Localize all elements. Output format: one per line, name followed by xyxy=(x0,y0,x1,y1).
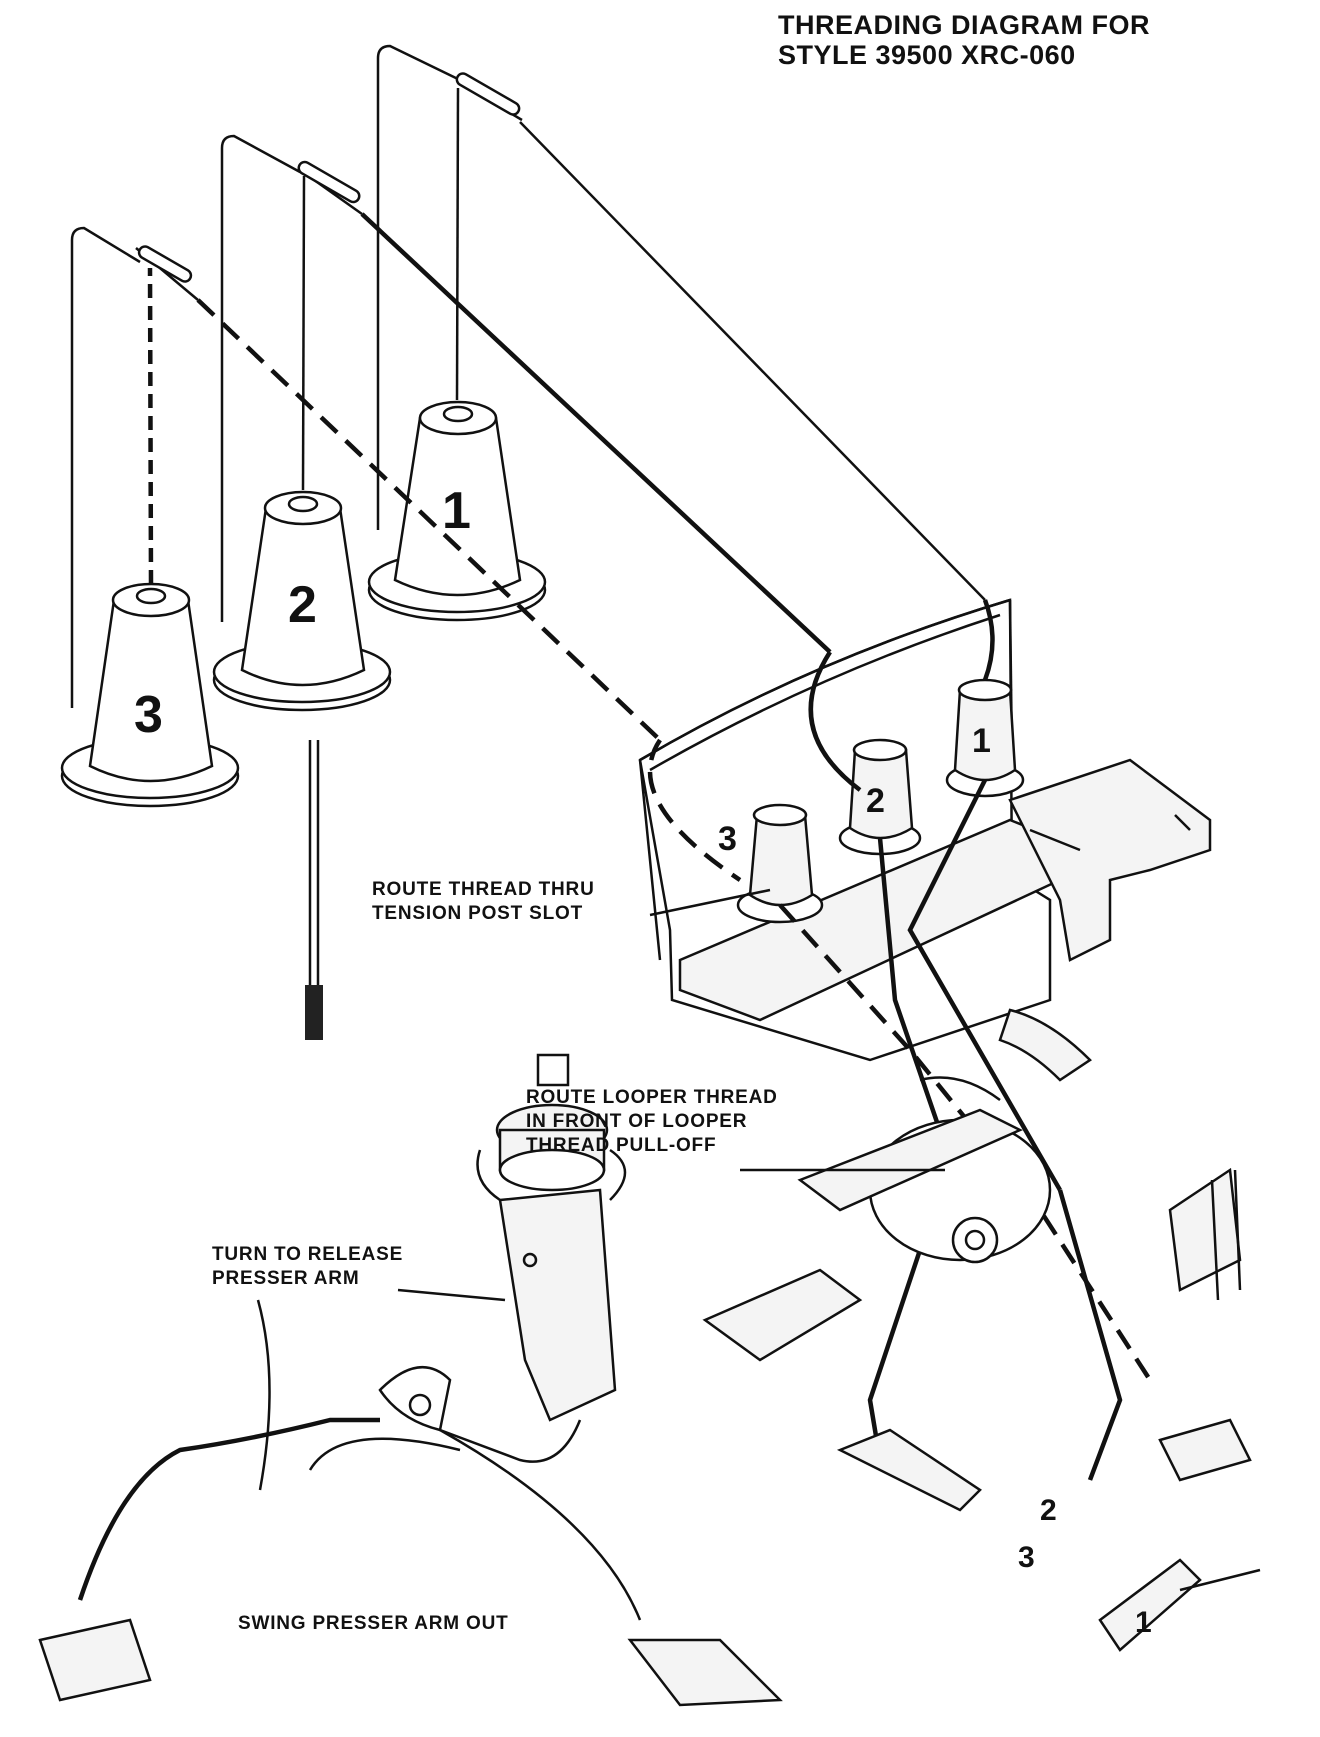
thread-stand xyxy=(70,44,523,1040)
swing-arm-callout: SWING PRESSER ARM OUT xyxy=(238,1612,509,1636)
looper-icon xyxy=(702,1008,1261,1652)
tension-number-1: 1 xyxy=(972,722,991,760)
tension-slot-line-1: ROUTE THREAD THRU xyxy=(372,879,595,900)
looper-number-3: 3 xyxy=(1018,1541,1035,1574)
looper-thread-line-2: IN FRONT OF LOOPER xyxy=(526,1111,748,1132)
thread-cone-1: 1 xyxy=(367,400,547,622)
release-arm-callout: TURN TO RELEASE PRESSER ARM xyxy=(212,1243,403,1291)
tension-slot-callout: ROUTE THREAD THRU TENSION POST SLOT xyxy=(372,878,595,926)
looper-thread-line-1: ROUTE LOOPER THREAD xyxy=(526,1087,778,1108)
looper-number-2: 2 xyxy=(1040,1494,1057,1527)
tension-slot-line-2: TENSION POST SLOT xyxy=(372,903,584,924)
looper-thread-callout: ROUTE LOOPER THREAD IN FRONT OF LOOPER T… xyxy=(526,1086,778,1158)
release-arm-line-1: TURN TO RELEASE xyxy=(212,1244,404,1265)
title-line-1: THREADING DIAGRAM FOR xyxy=(778,10,1150,40)
swing-arm-line-1: SWING PRESSER ARM OUT xyxy=(238,1613,509,1634)
thread-cone-3: 3 xyxy=(60,582,240,808)
title-line-2: STYLE 39500 XRC-060 xyxy=(778,40,1076,70)
thread-paths xyxy=(147,87,986,742)
presser-arm-icon xyxy=(38,1365,783,1707)
cone-number-2: 2 xyxy=(288,576,317,634)
release-arm-line-2: PRESSER ARM xyxy=(212,1268,360,1289)
tension-number-2: 2 xyxy=(866,782,885,820)
tension-post-1: 1 xyxy=(945,678,1025,798)
tension-number-3: 3 xyxy=(718,820,737,858)
diagram-title: THREADING DIAGRAM FOR STYLE 39500 XRC-06… xyxy=(778,10,1150,70)
release-knob-icon xyxy=(476,1053,627,1422)
tension-post-3: 3 xyxy=(718,803,824,924)
thread-cone-2: 2 xyxy=(212,490,392,712)
looper-number-1: 1 xyxy=(1135,1606,1152,1639)
cone-number-1: 1 xyxy=(442,482,471,540)
cone-number-3: 3 xyxy=(134,686,163,744)
callout-leaders xyxy=(256,888,945,1491)
looper-thread-line-3: THREAD PULL-OFF xyxy=(526,1135,717,1156)
